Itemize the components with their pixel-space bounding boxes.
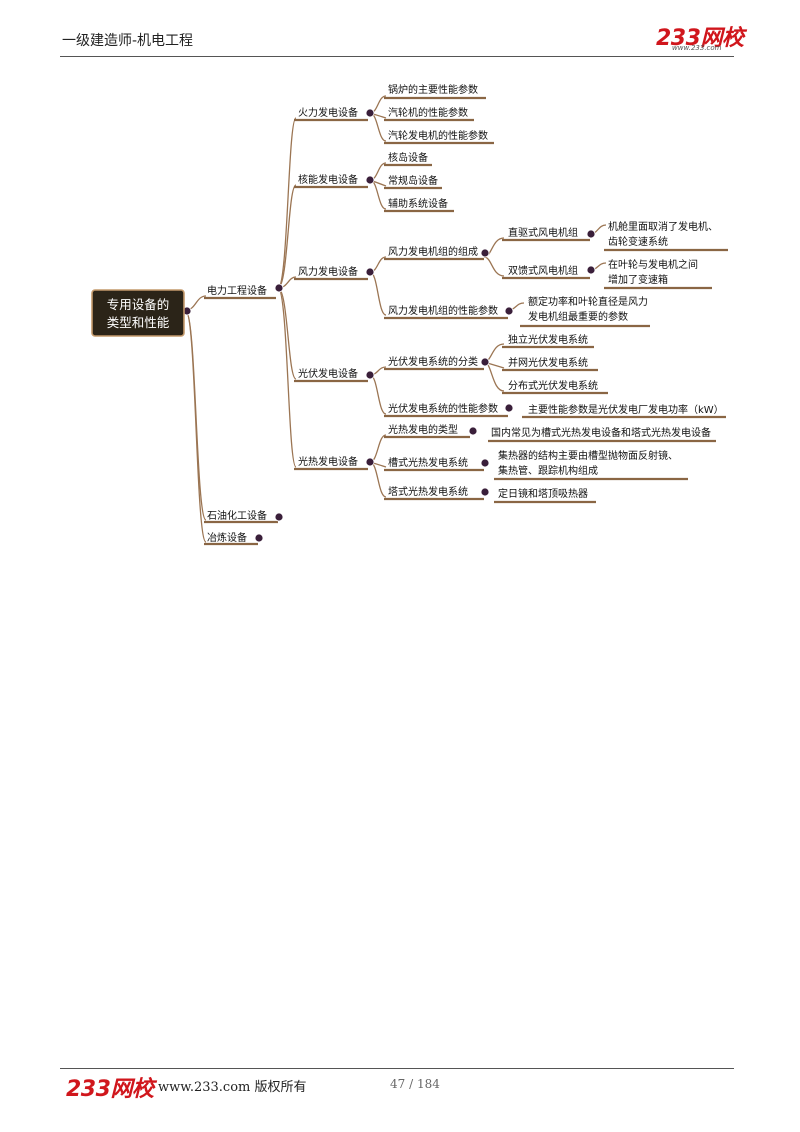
wind-direct-drive: 直驱式风电机组 bbox=[508, 226, 578, 239]
page-number: 47 / 184 bbox=[390, 1077, 440, 1091]
wind-params: 风力发电机组的性能参数 bbox=[388, 304, 498, 317]
wind-composition: 风力发电机组的组成 bbox=[388, 245, 478, 258]
pv-node: 光伏发电设备 bbox=[298, 367, 358, 380]
l1-petrochem: 石油化工设备 bbox=[207, 509, 267, 522]
wind-direct-desc: 机舱里面取消了发电机、 bbox=[608, 220, 718, 233]
wind-doubly-fed: 双馈式风电机组 bbox=[508, 264, 578, 277]
logo-number: 233 bbox=[66, 1077, 111, 1102]
logo-text: 网校 bbox=[700, 26, 744, 51]
logo-url: www.233.com bbox=[672, 44, 722, 52]
solar-thermal-trough-desc: 集热管、跟踪机构组成 bbox=[498, 464, 598, 477]
thermal-item: 汽轮机的性能参数 bbox=[388, 106, 468, 119]
pv-type-item: 分布式光伏发电系统 bbox=[508, 379, 598, 392]
solar-thermal-trough: 槽式光热发电系统 bbox=[388, 456, 468, 469]
pv-type-item: 并网光伏发电系统 bbox=[508, 356, 588, 369]
thermal-item: 锅炉的主要性能参数 bbox=[388, 83, 478, 96]
solar-thermal-type: 光热发电的类型 bbox=[388, 423, 458, 436]
pv-params: 光伏发电系统的性能参数 bbox=[388, 402, 498, 415]
wind-doubly-desc: 增加了变速箱 bbox=[608, 273, 668, 286]
solar-thermal-tower: 塔式光热发电系统 bbox=[388, 485, 468, 498]
solar-thermal-type-desc: 国内常见为槽式光热发电设备和塔式光热发电设备 bbox=[491, 426, 711, 439]
wind-params-desc: 额定功率和叶轮直径是风力 bbox=[528, 295, 648, 308]
solar-thermal-tower-desc: 定日镜和塔顶吸热器 bbox=[498, 487, 588, 500]
wind-doubly-desc: 在叶轮与发电机之间 bbox=[608, 258, 698, 271]
wind-params-desc: 发电机组最重要的参数 bbox=[528, 310, 628, 323]
logo-number: 233 bbox=[656, 26, 701, 51]
l1-smelting: 冶炼设备 bbox=[207, 531, 247, 544]
pv-params-desc: 主要性能参数是光伏发电厂发电功率（kW） bbox=[528, 403, 724, 416]
wind-direct-desc: 齿轮变速系统 bbox=[608, 235, 668, 248]
solar-thermal-node: 光热发电设备 bbox=[298, 455, 358, 468]
nuclear-item: 辅助系统设备 bbox=[388, 197, 448, 210]
thermal-item: 汽轮发电机的性能参数 bbox=[388, 129, 488, 142]
header-divider bbox=[60, 56, 734, 57]
l1-power: 电力工程设备 bbox=[207, 284, 267, 297]
nuclear-item: 核岛设备 bbox=[388, 151, 428, 164]
footer-logo: 233网校 bbox=[66, 1071, 154, 1103]
pv-type-item: 独立光伏发电系统 bbox=[508, 333, 588, 346]
footer-copyright: www.233.com 版权所有 bbox=[158, 1080, 307, 1095]
wind-node: 风力发电设备 bbox=[298, 265, 358, 278]
thermal-node: 火力发电设备 bbox=[298, 106, 358, 119]
root-line-2: 类型和性能 bbox=[107, 315, 170, 330]
nuclear-node: 核能发电设备 bbox=[298, 173, 358, 186]
logo-text: 网校 bbox=[110, 1077, 154, 1102]
header-title: 一级建造师-机电工程 bbox=[62, 33, 194, 49]
root-node bbox=[91, 289, 185, 337]
header-logo: 233网校 bbox=[656, 20, 744, 52]
nuclear-item: 常规岛设备 bbox=[388, 174, 438, 187]
solar-thermal-trough-desc: 集热器的结构主要由槽型抛物面反射镜、 bbox=[498, 449, 678, 462]
pv-types: 光伏发电系统的分类 bbox=[388, 355, 478, 368]
root-line-1: 专用设备的 bbox=[107, 297, 170, 312]
footer-divider bbox=[60, 1068, 734, 1069]
